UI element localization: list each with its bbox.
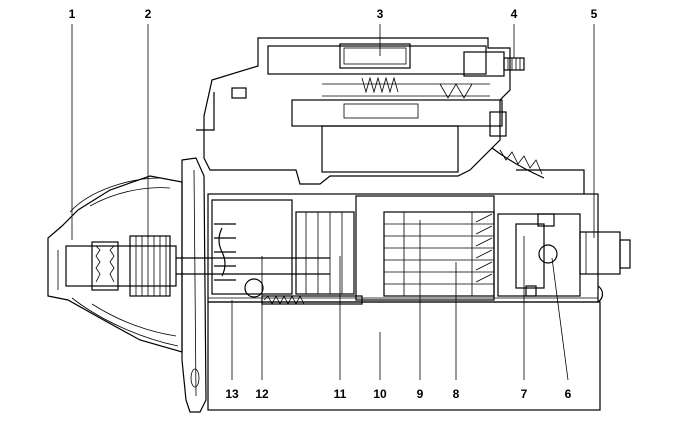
callout-12: 12 — [255, 387, 269, 401]
solenoid-housing — [196, 37, 511, 185]
commutator-end — [497, 213, 631, 303]
pinion-shaft — [65, 235, 330, 297]
motor-yoke — [207, 169, 601, 411]
callout-5: 5 — [591, 7, 598, 21]
callout-labels: 1 2 3 4 5 6 7 8 9 10 11 12 13 — [69, 7, 598, 401]
callout-6: 6 — [565, 387, 572, 401]
callout-4: 4 — [511, 7, 518, 21]
drive-end-housing — [47, 175, 183, 353]
leader-lines — [71, 24, 595, 381]
terminal-bolt — [463, 51, 525, 137]
callout-7: 7 — [521, 387, 528, 401]
callout-11: 11 — [334, 387, 347, 401]
callout-8: 8 — [453, 387, 460, 401]
callout-2: 2 — [145, 7, 152, 21]
callout-10: 10 — [373, 387, 387, 401]
callout-3: 3 — [377, 7, 384, 21]
mounting-flange — [181, 157, 207, 413]
armature — [355, 195, 495, 301]
callout-1: 1 — [69, 7, 76, 21]
field-lead — [491, 147, 545, 179]
planetary-gear — [211, 199, 363, 305]
callout-9: 9 — [417, 387, 424, 401]
callout-13: 13 — [225, 387, 239, 401]
